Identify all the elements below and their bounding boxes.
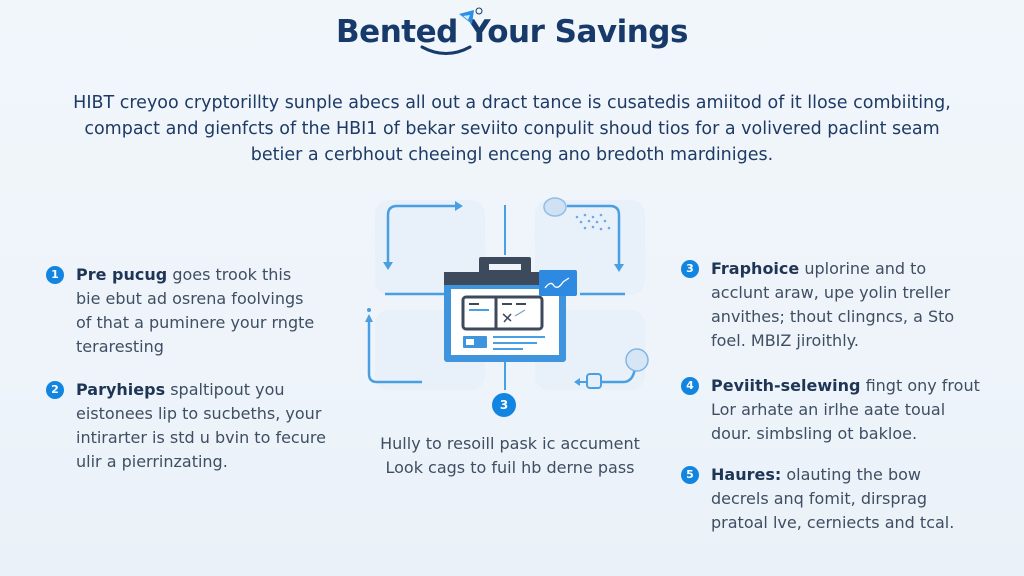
step-4: 4 Peviith-selewing fingt ony frout Lor a… [681, 374, 980, 446]
wallet-dashboard-icon [444, 257, 577, 362]
step-number-badge: 4 [681, 377, 699, 395]
center-step-badge: 3 [492, 393, 516, 417]
intro-paragraph: HIBT creyoo cryptorillty sunple abecs al… [60, 90, 964, 168]
step-5: 5 Haures: olauting the bow decrels anq f… [681, 463, 954, 535]
step-number-badge: 1 [46, 266, 64, 284]
step-text: Lor arhate an irlhe aate toual [711, 400, 946, 419]
caption-line: Look cags to fuil hb derne pass [385, 458, 635, 477]
caption-line: Hully to resoill pask ic accument [380, 434, 640, 453]
intro-line: HIBT creyoo cryptorillty sunple abecs al… [73, 93, 951, 113]
diagram-caption: Hully to resoill pask ic accument Look c… [350, 432, 670, 480]
step-text: fingt ony frout [865, 376, 980, 395]
step-number-badge: 5 [681, 466, 699, 484]
step-text: anvithes; thout clingncs, a Sto [711, 307, 955, 326]
intro-line: betier a cerbhout cheeingl enceng ano br… [250, 145, 774, 165]
step-text: of that a puminere your rngte [76, 313, 315, 332]
step-2: 2 Paryhieps spaltipout you eistonees lip… [46, 378, 326, 474]
smile-swoosh-icon [420, 45, 472, 55]
step-heading: Haures: [711, 465, 782, 484]
step-text: spaltipout you [170, 380, 285, 399]
step-text: decrels anq fomit, dirsprag [711, 489, 928, 508]
play-badge-icon [459, 7, 483, 24]
intro-line: compact and gienfcts of the HBI1 of beka… [84, 119, 940, 139]
step-text: intirarter is std u bvin to fecure [76, 428, 326, 447]
flow-diagram [365, 197, 649, 390]
step-text: ulir a pierrinzating. [76, 452, 228, 471]
step-1: 1 Pre pucug goes trook this bie ebut ad … [46, 263, 314, 359]
step-number-badge: 3 [681, 260, 699, 278]
step-text: pratoal lve, cerniects and tcal. [711, 513, 955, 532]
step-number-badge: 2 [46, 381, 64, 399]
step-text: olauting the bow [786, 465, 921, 484]
step-text: bie ebut ad osrena foolvings [76, 289, 304, 308]
step-text: uplorine and to [804, 259, 927, 278]
step-text: teraresting [76, 337, 164, 356]
step-heading: Fraphoice [711, 259, 800, 278]
step-text: acclunt araw, upe yolin treller [711, 283, 951, 302]
step-text: foel. MBIZ jiroithly. [711, 331, 859, 350]
step-heading: Paryhieps [76, 380, 166, 399]
step-text: goes trook this [172, 265, 292, 284]
step-3: 3 Fraphoice uplorine and to acclunt araw… [681, 257, 954, 353]
step-heading: Pre pucug [76, 265, 168, 284]
step-heading: Peviith-selewing [711, 376, 861, 395]
page-title: Bented Your Savings [336, 14, 688, 50]
step-text: eistonees lip to sucbeths, your [76, 404, 322, 423]
step-text: dour. simbsling ot bakloe. [711, 424, 918, 443]
